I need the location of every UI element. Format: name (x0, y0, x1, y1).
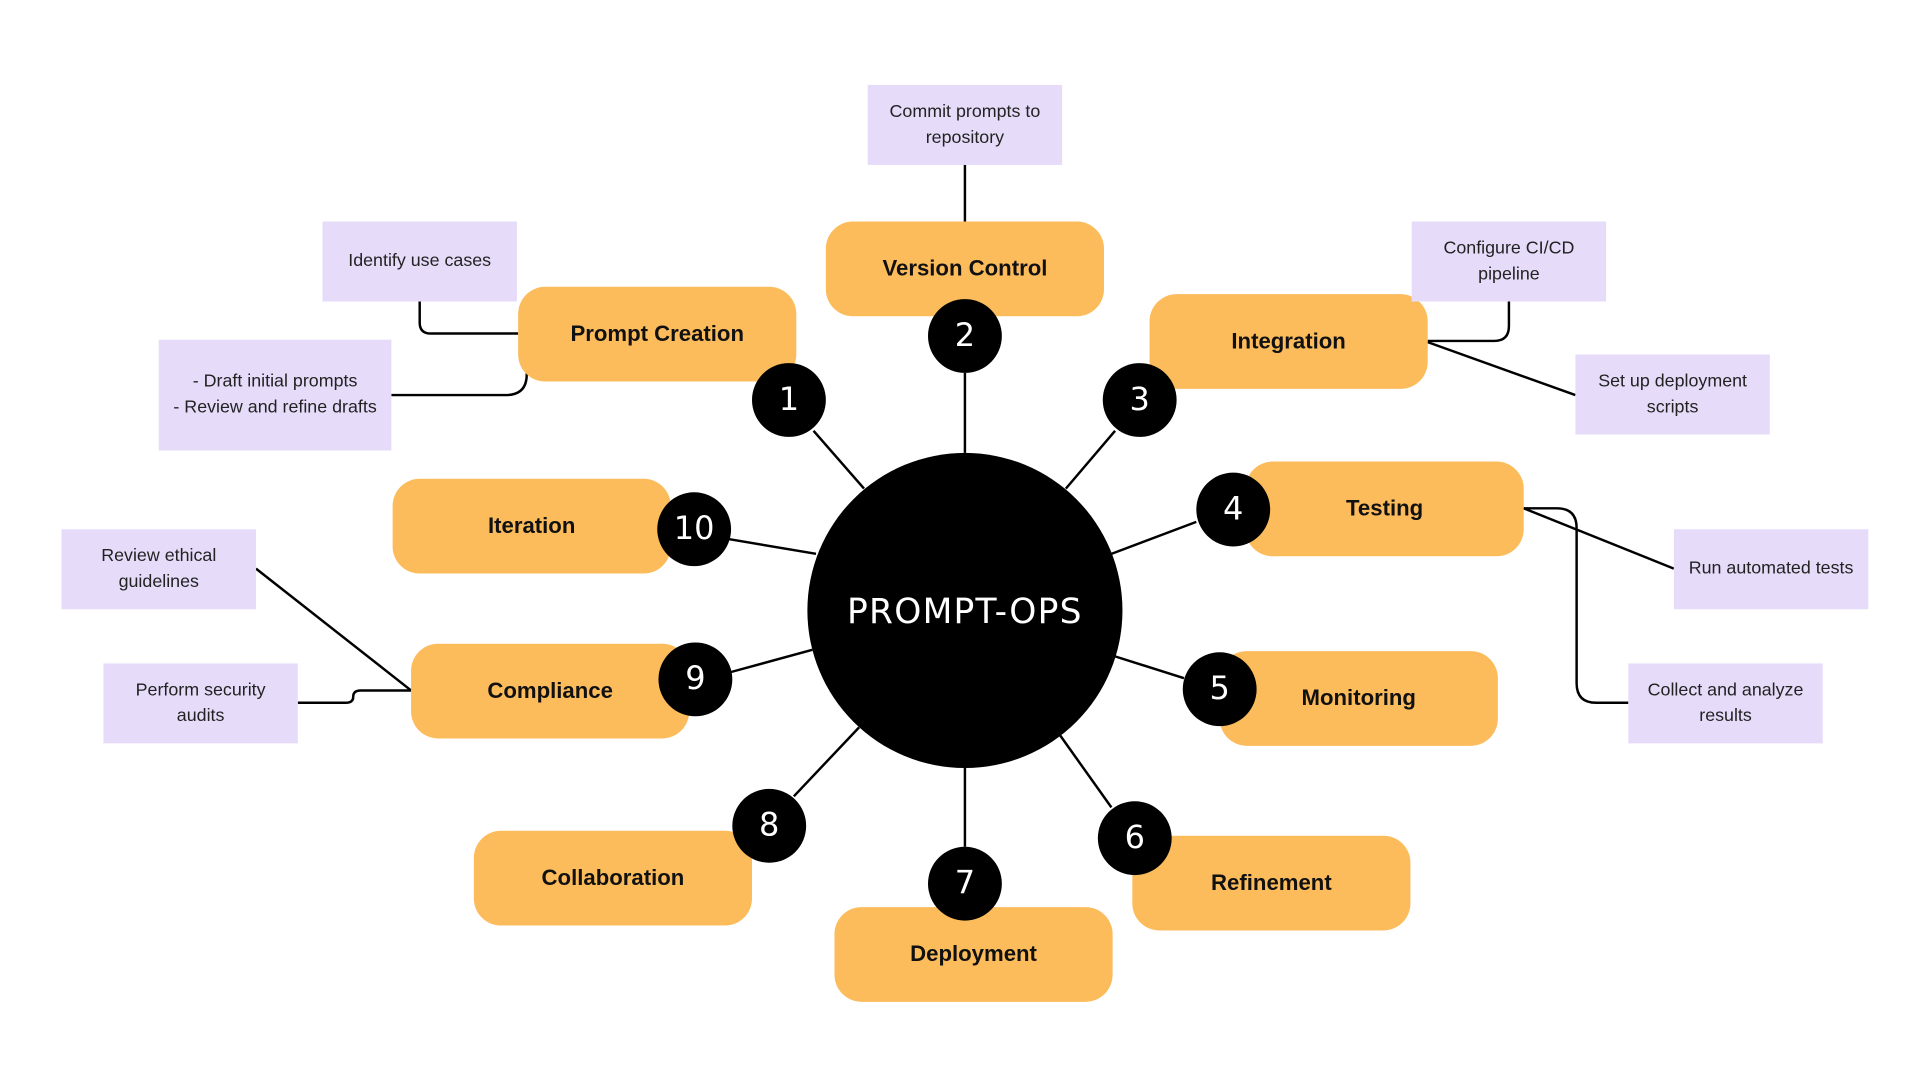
step-number-badge-3: 3 (1102, 363, 1177, 437)
connector-collect-results (1523, 507, 1629, 704)
connector-configure-cicd (1427, 301, 1511, 343)
step-label-version-control: Version Control (882, 255, 1048, 281)
spoke-5 (1113, 654, 1185, 680)
note-configure-cicd: Configure CI/CD pipeline (1411, 221, 1607, 302)
note-deployment-scripts: Set up deployment scripts (1575, 354, 1770, 435)
step-number: 3 (1129, 381, 1150, 419)
step-number-badge-6: 6 (1097, 801, 1172, 876)
spoke-10 (728, 537, 817, 556)
step-pill-integration[interactable]: Integration (1149, 294, 1428, 389)
step-number-badge-7: 7 (927, 846, 1002, 921)
step-pill-collaboration[interactable]: Collaboration (473, 830, 752, 926)
step-pill-version-control[interactable]: Version Control (825, 221, 1104, 317)
step-label-collaboration: Collaboration (541, 865, 685, 890)
note-commit-prompts: Commit prompts to repository (867, 84, 1063, 165)
spoke-3 (1064, 429, 1117, 490)
note-text: Collect and analyze results (1647, 679, 1804, 726)
step-pill-deployment[interactable]: Deployment (834, 907, 1113, 1002)
note-text: Review ethical guidelines (101, 545, 217, 592)
note-text: Set up deployment scripts (1598, 371, 1748, 417)
spoke-8 (792, 726, 860, 798)
step-number: 9 (685, 660, 706, 698)
spoke-1 (812, 429, 865, 490)
step-number: 7 (954, 865, 976, 903)
note-text: Run automated tests (1688, 558, 1854, 579)
connector-identify-use-cases (418, 301, 519, 335)
step-number: 5 (1209, 670, 1230, 708)
note-collect-results: Collect and analyze results (1628, 663, 1823, 744)
hub-label: PROMPT-OPS (847, 590, 1083, 631)
note-text: Perform security audits (135, 679, 266, 726)
spoke-9 (730, 648, 813, 674)
step-number-badge-4: 4 (1196, 472, 1271, 547)
step-pill-testing[interactable]: Testing (1245, 461, 1524, 557)
note-run-automated-tests: Run automated tests (1673, 529, 1869, 610)
step-number-badge-5: 5 (1182, 652, 1257, 727)
note-text: Commit prompts to repository (889, 101, 1041, 148)
note-draft-prompts: - Draft initial prompts - Review and ref… (158, 339, 392, 451)
step-pill-iteration[interactable]: Iteration (392, 478, 671, 574)
connector-run-tests (1523, 507, 1675, 570)
step-label-integration: Integration (1231, 328, 1346, 354)
step-number: 1 (778, 381, 800, 419)
connector-draft-prompts (391, 345, 528, 397)
step-number: 4 (1223, 491, 1244, 528)
note-identify-use-cases: Identify use cases (322, 221, 517, 302)
step-number-badge-10: 10 (657, 492, 732, 567)
step-label-monitoring: Monitoring (1301, 685, 1416, 711)
step-pill-refinement[interactable]: Refinement (1132, 835, 1411, 931)
step-label-deployment: Deployment (910, 941, 1037, 967)
step-label-compliance: Compliance (487, 678, 613, 703)
spoke-6 (1058, 734, 1113, 809)
connector-ethical-guidelines (255, 567, 412, 692)
note-text: Configure CI/CD pipeline (1443, 238, 1575, 284)
step-number-badge-8: 8 (732, 788, 807, 863)
note-text: Identify use cases (348, 251, 492, 271)
connector-deployment-scripts (1427, 340, 1576, 397)
note-ethical-guidelines: Review ethical guidelines (61, 529, 256, 610)
step-number-badge-1: 1 (751, 363, 826, 437)
step-label-testing: Testing (1346, 495, 1424, 521)
hub-circle: PROMPT-OPS (807, 452, 1123, 768)
step-number: 10 (673, 510, 715, 548)
step-pill-compliance[interactable]: Compliance (411, 643, 690, 739)
note-text: - Draft initial prompts - Review and ref… (173, 371, 377, 418)
step-label-refinement: Refinement (1211, 870, 1332, 895)
step-label-prompt-creation: Prompt Creation (570, 321, 744, 346)
step-number-badge-9: 9 (658, 642, 733, 717)
step-number: 2 (954, 317, 976, 355)
step-number-badge-2: 2 (927, 299, 1002, 373)
step-pill-monitoring[interactable]: Monitoring (1219, 651, 1498, 746)
note-security-audits: Perform security audits (103, 663, 298, 744)
step-number: 6 (1124, 819, 1145, 857)
step-number: 8 (759, 807, 780, 845)
connector-security-audits (297, 689, 412, 704)
step-pill-prompt-creation[interactable]: Prompt Creation (518, 286, 797, 382)
step-label-iteration: Iteration (487, 513, 576, 538)
spoke-4 (1110, 520, 1197, 555)
